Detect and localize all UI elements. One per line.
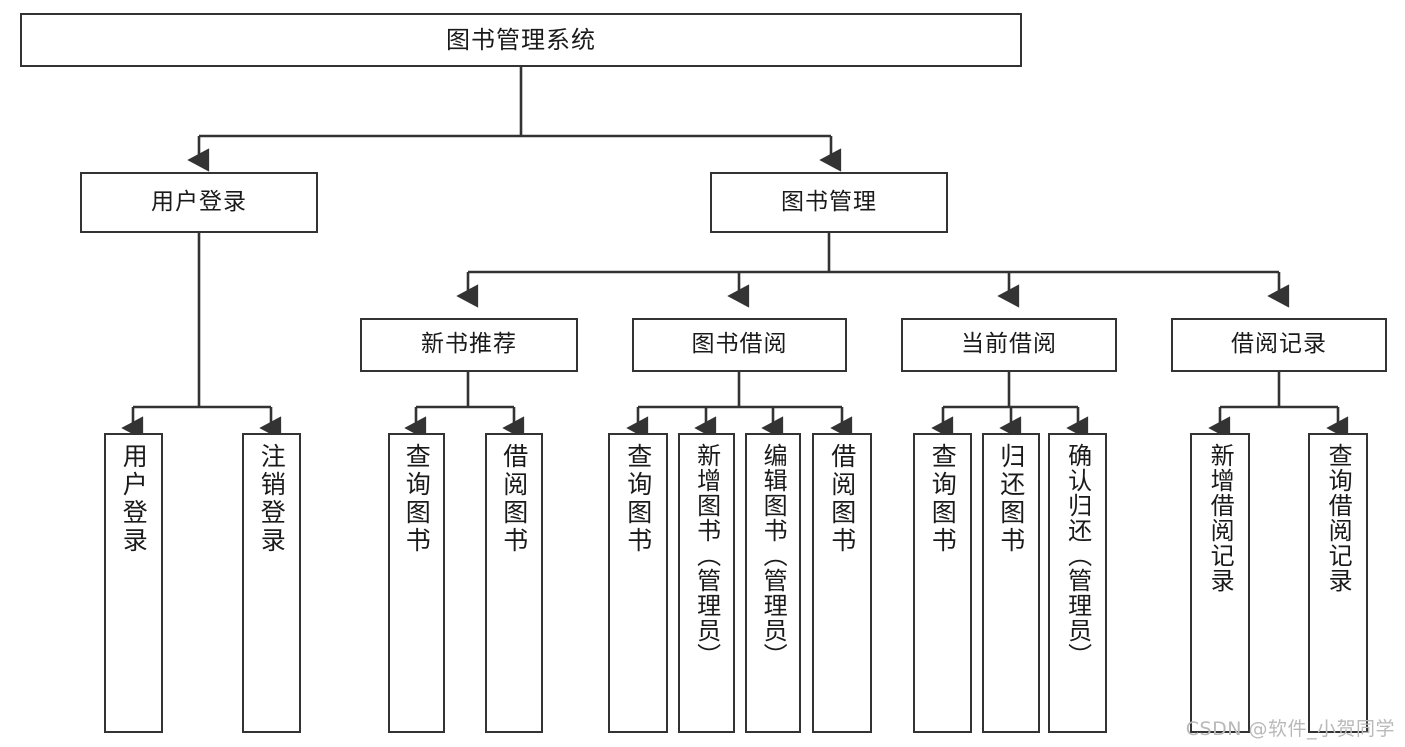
- node-label: 确认归还（管理员）: [1063, 443, 1092, 668]
- node-leaf-confirm-return[interactable]: 确认归还（管理员）: [1048, 433, 1107, 733]
- node-label: 注销登录: [257, 443, 287, 555]
- node-label: 新增借阅记录: [1206, 443, 1235, 593]
- node-label: 用户登录: [151, 188, 247, 215]
- node-label: 用户登录: [119, 443, 149, 555]
- node-leaf-borrow-book-2[interactable]: 借阅图书: [812, 433, 872, 733]
- node-label: 归还图书: [996, 443, 1026, 555]
- node-borrow-record[interactable]: 借阅记录: [1171, 318, 1387, 372]
- node-label: 编辑图书（管理员）: [759, 443, 788, 668]
- node-label: 查询图书: [402, 443, 432, 555]
- node-label: 借阅图书: [827, 443, 857, 555]
- node-user-login[interactable]: 用户登录: [80, 172, 318, 233]
- node-label: 借阅记录: [1231, 331, 1327, 358]
- node-label: 查询图书: [928, 443, 958, 555]
- node-leaf-borrow-book-1[interactable]: 借阅图书: [485, 433, 543, 733]
- node-leaf-query-book-3[interactable]: 查询图书: [913, 433, 972, 733]
- node-book-management[interactable]: 图书管理: [710, 172, 948, 233]
- node-label: 新书推荐: [421, 331, 517, 358]
- watermark-text: CSDN @软件_小贺同学: [1185, 718, 1395, 740]
- node-leaf-query-book-2[interactable]: 查询图书: [608, 433, 668, 733]
- node-label: 图书管理: [781, 188, 877, 215]
- node-root-book-management-system[interactable]: 图书管理系统: [20, 13, 1022, 67]
- node-leaf-logout-login[interactable]: 注销登录: [242, 433, 301, 733]
- node-leaf-return-book[interactable]: 归还图书: [982, 433, 1040, 733]
- node-leaf-query-record[interactable]: 查询借阅记录: [1308, 433, 1368, 733]
- node-label: 新增图书（管理员）: [692, 443, 721, 668]
- node-label: 借阅图书: [499, 443, 529, 555]
- node-label: 图书管理系统: [446, 25, 596, 54]
- node-leaf-edit-book[interactable]: 编辑图书（管理员）: [745, 433, 801, 733]
- node-label: 查询借阅记录: [1324, 443, 1353, 593]
- node-leaf-query-book-1[interactable]: 查询图书: [388, 433, 445, 733]
- node-label: 查询图书: [623, 443, 653, 555]
- node-current-borrow[interactable]: 当前借阅: [901, 318, 1117, 372]
- node-label: 图书借阅: [691, 331, 788, 358]
- node-leaf-add-record[interactable]: 新增借阅记录: [1190, 433, 1250, 733]
- node-leaf-user-login[interactable]: 用户登录: [104, 433, 163, 733]
- node-label: 当前借阅: [961, 331, 1057, 358]
- node-leaf-add-book[interactable]: 新增图书（管理员）: [678, 433, 735, 733]
- node-book-borrow[interactable]: 图书借阅: [632, 318, 847, 372]
- node-new-book-recommend[interactable]: 新书推荐: [360, 318, 578, 372]
